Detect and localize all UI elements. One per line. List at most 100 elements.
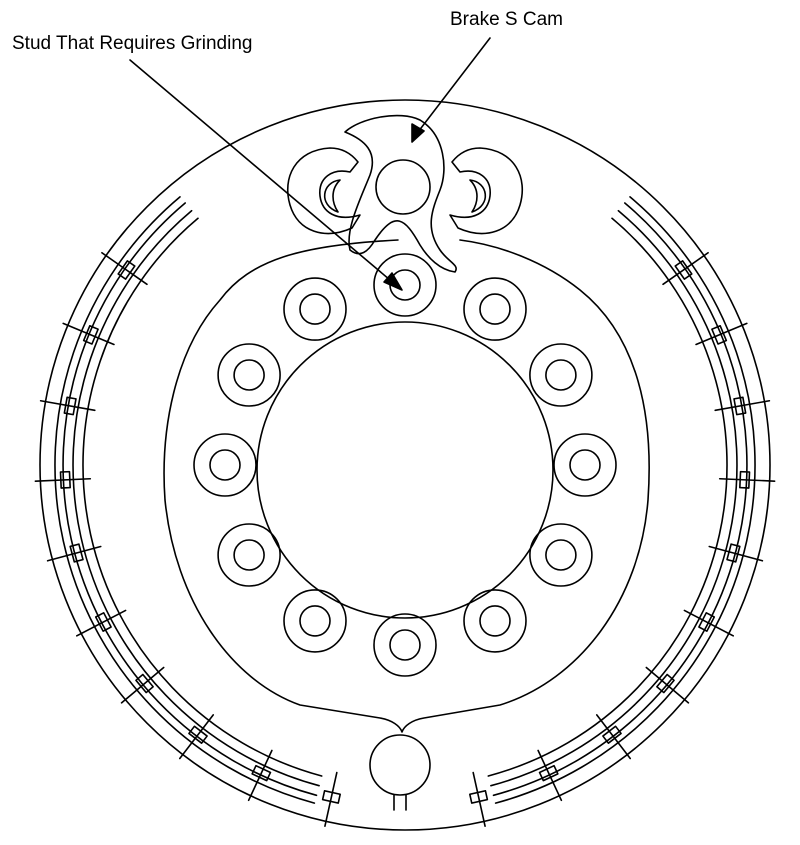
lining-rivet-block xyxy=(602,725,622,744)
stud-callout-leader xyxy=(129,59,391,281)
rivet-rect xyxy=(726,543,741,563)
wheel-stud xyxy=(545,539,577,571)
lining-rivet-line xyxy=(324,771,338,828)
left-shoe-arc xyxy=(82,217,323,777)
rivet-rect xyxy=(602,725,622,744)
lining-rivet-line xyxy=(46,545,102,562)
anchor-pin xyxy=(369,734,431,796)
lining-rivet-line xyxy=(695,322,748,346)
lining-rivet-line xyxy=(714,399,771,412)
rivet-rect xyxy=(538,764,559,782)
spider-plate-outline xyxy=(163,239,650,733)
rivet-rect xyxy=(698,612,716,632)
wheel-stud-boss xyxy=(463,589,527,653)
wheel-stud-boss xyxy=(463,277,527,341)
cam-callout-arrowhead xyxy=(411,123,425,143)
lining-rivet-block xyxy=(188,725,208,744)
wheel-stud-boss xyxy=(193,433,257,497)
cam-bracket-hook-left xyxy=(323,179,341,213)
lining-rivet-block xyxy=(538,764,559,782)
wheel-stud xyxy=(233,359,265,391)
rivet-rect xyxy=(59,470,71,489)
rivet-rect xyxy=(63,396,77,416)
wheel-studs xyxy=(193,253,617,677)
lining-rivet-line xyxy=(101,251,148,286)
lining-rivet-block xyxy=(698,612,716,632)
wheel-stud-boss xyxy=(553,433,617,497)
wheel-stud xyxy=(209,449,241,481)
lining-rivet-block xyxy=(733,396,747,416)
wheel-stud-boss xyxy=(529,523,593,587)
lining-rivet-block xyxy=(94,612,112,632)
right-shoe-arc xyxy=(487,217,728,777)
lining-rivet-line xyxy=(662,251,709,286)
lining-rivet-block xyxy=(656,673,675,694)
lining-rivet-block xyxy=(135,673,154,694)
rivet-rect xyxy=(469,790,489,804)
lining-rivet-line xyxy=(247,749,273,802)
left-shoe-arc xyxy=(54,196,316,804)
rivet-rect xyxy=(674,260,693,280)
wheel-stud-boss xyxy=(529,343,593,407)
lining-rivet-block xyxy=(117,260,136,280)
rivet-rect xyxy=(188,725,208,744)
wheel-stud-boss xyxy=(373,613,437,677)
brake-s-cam xyxy=(344,114,457,273)
lining-rivet-line xyxy=(683,609,734,637)
stud-callout-arrowhead xyxy=(383,272,403,291)
rivet-rect xyxy=(82,324,99,345)
lining-rivet-line xyxy=(62,322,115,346)
backing-plate-outline xyxy=(39,99,771,831)
rivet-rect xyxy=(117,260,136,280)
lining-rivet-block xyxy=(59,470,71,489)
cam-bracket-left xyxy=(286,147,361,235)
lining-rivet-line xyxy=(718,477,776,482)
lining-rivet-block xyxy=(63,396,77,416)
lining-rivet-line xyxy=(595,714,632,760)
wheel-stud xyxy=(479,293,511,325)
left-shoe-arc xyxy=(62,202,318,797)
lining-rivet-line xyxy=(708,545,764,562)
rivet-rect xyxy=(656,673,675,694)
lining-rivet-line xyxy=(178,714,215,760)
lining-rivet-block xyxy=(711,324,728,345)
left-shoe-arc xyxy=(72,209,320,787)
wheel-stud-boss xyxy=(217,343,281,407)
wheel-stud xyxy=(479,605,511,637)
stud-callout-label: Stud That Requires Grinding xyxy=(12,33,253,54)
wheel-stud-boss xyxy=(283,277,347,341)
rivet-rect xyxy=(251,764,272,782)
rivet-rect xyxy=(739,470,751,489)
right-shoe-arc xyxy=(492,202,748,797)
wheel-stud xyxy=(545,359,577,391)
anchor-slot xyxy=(393,794,407,811)
lining-rivet-block xyxy=(321,790,341,804)
cam-bracket-right xyxy=(449,147,524,235)
cam-callout-label: Brake S Cam xyxy=(450,9,563,30)
lining-rivet-block xyxy=(469,790,489,804)
wheel-stud xyxy=(569,449,601,481)
cam-callout-leader xyxy=(417,37,491,133)
cam-bracket-hook-right xyxy=(469,179,487,213)
lining-rivet-line xyxy=(39,399,96,412)
lining-rivet-block xyxy=(674,260,693,280)
lining-rivet-block xyxy=(69,543,84,563)
rivet-rect xyxy=(69,543,84,563)
rivet-rect xyxy=(94,612,112,632)
wheel-stud xyxy=(233,539,265,571)
wheel-stud xyxy=(299,293,331,325)
hub-center-bore xyxy=(256,321,554,619)
rivet-rect xyxy=(711,324,728,345)
lining-rivet-block xyxy=(726,543,741,563)
lining-rivet-line xyxy=(645,666,690,704)
lining-rivet-line xyxy=(76,609,127,637)
right-shoe-arc xyxy=(494,196,756,804)
cam-shaft-circle xyxy=(375,159,431,215)
right-shoe-arc xyxy=(490,209,738,787)
lining-rivet-block xyxy=(82,324,99,345)
rivet-rect xyxy=(733,396,747,416)
lining-rivet-block xyxy=(739,470,751,489)
rivet-rect xyxy=(321,790,341,804)
rivet-rect xyxy=(135,673,154,694)
